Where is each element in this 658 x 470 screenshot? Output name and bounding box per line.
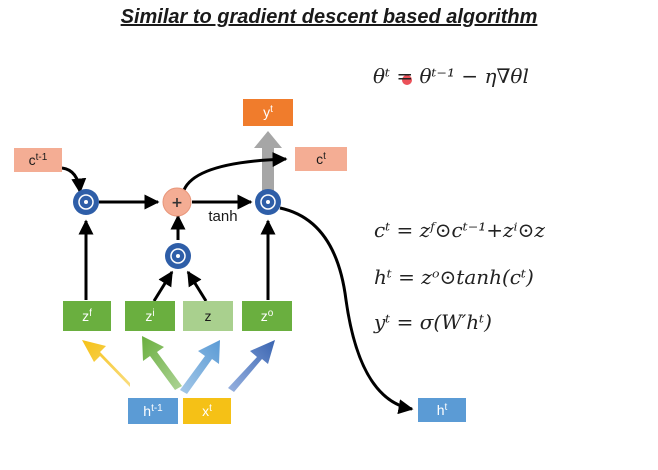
box-z-o: zo <box>242 301 292 331</box>
add-symbol: + <box>171 195 183 211</box>
equation-update: θᵗ = θᵗ⁻¹ − η∇θl <box>373 64 529 88</box>
add-op: + <box>162 187 192 217</box>
input-arrow-to-z <box>180 340 220 394</box>
pointer-dot <box>402 75 412 85</box>
svg-text:yt: yt <box>263 104 273 120</box>
box-c-prev: ct-1 <box>14 148 62 172</box>
svg-text:z: z <box>205 308 212 324</box>
multiply-forget-op <box>73 189 99 215</box>
svg-text:ct-1: ct-1 <box>29 152 48 168</box>
svg-text:ct: ct <box>316 151 326 167</box>
box-z: z <box>183 301 233 331</box>
svg-text:zi: zi <box>145 308 154 324</box>
box-c-t: ct <box>295 147 347 171</box>
arrow-add-to-ct <box>182 151 288 191</box>
box-h-t: ht <box>418 398 466 422</box>
equation-output: yᵗ = σ(W′hᵗ) <box>374 310 492 334</box>
output-gray-arrow <box>254 131 282 192</box>
input-arrow-to-zf <box>82 340 130 387</box>
box-z-i: zi <box>125 301 175 331</box>
box-y-t: yt <box>243 99 293 126</box>
multiply-output-op <box>255 189 281 215</box>
svg-text:ht-1: ht-1 <box>143 403 163 419</box>
equation-hidden: hᵗ = zᵒ⊙tanh(cᵗ) <box>374 265 534 289</box>
equation-cell: cᵗ = zᶠ⊙cᵗ⁻¹+zⁱ⊙z <box>374 218 545 242</box>
box-x-t: xt <box>183 398 231 424</box>
page-title: Similar to gradient descent based algori… <box>120 6 538 28</box>
arrow-cprev-to-mult <box>61 166 87 194</box>
arrow-z-to-mult-in <box>186 270 208 302</box>
svg-text:xt: xt <box>202 403 212 419</box>
svg-text:zf: zf <box>82 308 92 324</box>
svg-text:zo: zo <box>261 308 274 324</box>
arrow-mult-out-to-ht <box>279 206 414 415</box>
svg-text:ht: ht <box>437 402 448 418</box>
input-arrow-to-zi <box>142 336 182 390</box>
arrow-zi-to-mult-in <box>152 270 174 302</box>
input-arrow-to-zo <box>228 340 275 392</box>
box-h-prev: ht-1 <box>128 398 178 424</box>
box-z-f: zf <box>63 301 111 331</box>
multiply-input-op <box>165 243 191 269</box>
tanh-label: tanh <box>208 208 237 225</box>
